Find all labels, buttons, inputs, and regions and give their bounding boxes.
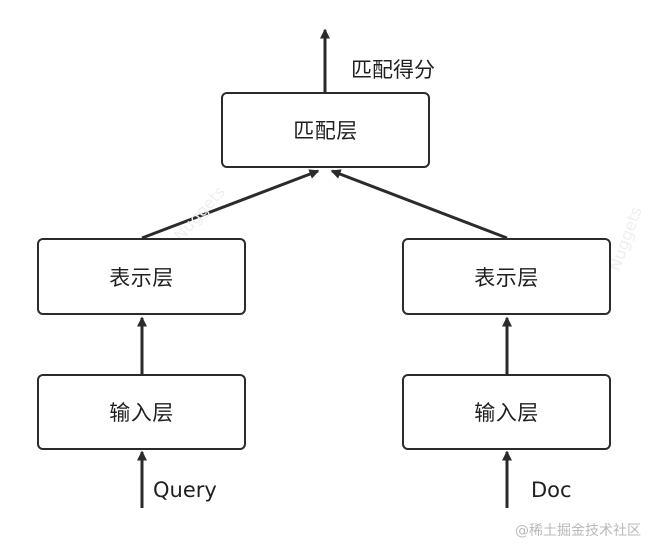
match-layer-box: 匹配层 [221,92,430,168]
left-input-layer-box: 输入层 [37,374,246,450]
right-representation-layer-box: 表示层 [402,238,611,315]
left-repr-to-match-arrow [141,169,320,240]
right-representation-layer-label: 表示层 [474,265,539,290]
left-input-layer-label: 输入层 [109,401,174,425]
right-input-layer-box: 输入层 [402,374,611,450]
match-layer-label: 匹配层 [293,119,358,143]
right-input-layer-label: 输入层 [474,401,539,425]
left-representation-layer-box: 表示层 [37,238,246,315]
match-score-label: 匹配得分 [351,58,435,82]
left-representation-layer-label: 表示层 [109,265,174,290]
community-watermark: @稀土掘金技术社区 [515,523,641,539]
right-repr-to-match-arrow [330,169,508,240]
query-label: Query [153,478,217,502]
doc-label: Doc [531,478,572,502]
